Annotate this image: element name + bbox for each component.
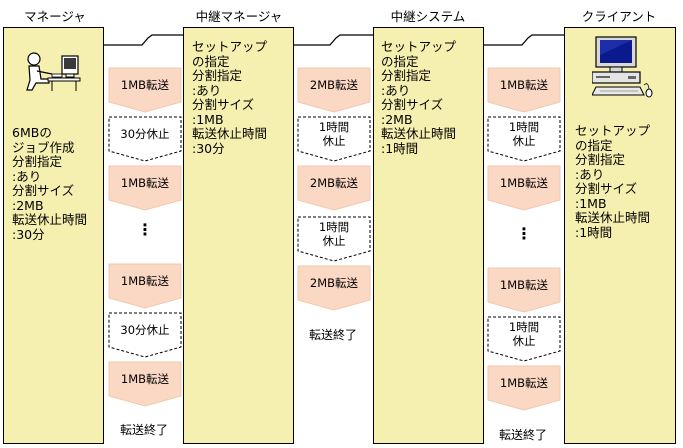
connector-line-2 (294, 34, 373, 46)
col2-step-1-transfer-shape (297, 67, 371, 113)
header-manager: マネージャ (24, 9, 86, 24)
col1-step-7-transfer-label: 1MB転送 (120, 372, 170, 386)
end-label-col3: 転送終了 (498, 428, 547, 442)
panel-client (564, 27, 676, 444)
col3-step-1-transfer-shape (487, 67, 561, 113)
header-relay-manager: 中継マネージャ (195, 9, 283, 24)
col1-step-4-ellipsis: ⋮ (137, 220, 153, 239)
person-at-computer-icon (26, 52, 81, 91)
col1-step-2-pause-shape (108, 116, 182, 162)
panel-manager (3, 27, 104, 444)
col3-step-5-transfer-shape (487, 267, 561, 313)
header-client: クライアント (581, 9, 657, 24)
end-label-col1: 転送終了 (119, 423, 168, 437)
col3-step-2-pause-label: 1時間 休止 (508, 120, 540, 148)
col2-step-2-pause-shape (297, 116, 371, 162)
desktop-computer-icon (592, 36, 653, 98)
col1-step-6-pause-shape (108, 312, 182, 358)
col3-step-6-pause-label: 1時間 休止 (508, 320, 540, 348)
end-label-col2: 転送終了 (308, 328, 357, 342)
col2-step-5-transfer-label: 2MB転送 (309, 276, 359, 290)
col1-step-7-transfer-shape (108, 361, 182, 407)
col1-step-6-pause-label: 30分休止 (120, 323, 170, 337)
panel-relay-system (373, 27, 484, 444)
col3-step-4-ellipsis: ⋮ (516, 224, 532, 243)
col3-step-2-pause-shape (487, 116, 561, 162)
panel-relay-manager (183, 27, 294, 444)
col3-step-3-transfer-label: 1MB転送 (499, 176, 549, 190)
col2-step-3-transfer-label: 2MB転送 (309, 176, 359, 190)
col3-step-1-transfer-label: 1MB転送 (499, 78, 549, 92)
col3-step-3-transfer-shape (487, 165, 561, 211)
connector-line-3 (484, 34, 564, 46)
col1-step-3-transfer-shape (108, 165, 182, 211)
col3-step-5-transfer-label: 1MB転送 (499, 278, 549, 292)
col1-step-5-transfer-label: 1MB転送 (120, 274, 170, 288)
col3-step-7-transfer-shape (487, 365, 561, 411)
col2-step-3-transfer-shape (297, 165, 371, 211)
connector-line-1 (104, 34, 183, 46)
col2-step-5-transfer-shape (297, 265, 371, 311)
panel-relay-system-text: セットアップ の指定 分割指定 :あり 分割サイズ :2MB 転送休止時間 :1… (381, 39, 457, 156)
col2-step-1-transfer-label: 2MB転送 (309, 78, 359, 92)
header-relay-system: 中継システム (390, 9, 466, 24)
col2-step-4-pause-shape (297, 216, 371, 262)
col3-step-6-pause-shape (487, 316, 561, 362)
panel-relay-manager-text: セットアップ の指定 分割指定 :あり 分割サイズ :1MB 転送休止時間 :3… (192, 39, 268, 156)
col1-step-3-transfer-label: 1MB転送 (120, 176, 170, 190)
col1-step-1-transfer-label: 1MB転送 (120, 78, 170, 92)
panel-manager-text: 6MBの ジョブ作成 分割指定 :あり 分割サイズ :2MB 転送休止時間 :3… (12, 125, 88, 242)
col1-step-2-pause-label: 30分休止 (120, 127, 170, 141)
panel-client-text: セットアップ の指定 分割指定 :あり 分割サイズ :1MB 転送休止時間 :1… (575, 123, 651, 240)
col3-step-7-transfer-label: 1MB転送 (499, 376, 549, 390)
col2-step-4-pause-label: 1時間 休止 (318, 220, 350, 248)
col1-step-5-transfer-shape (108, 263, 182, 309)
col1-step-1-transfer-shape (108, 67, 182, 113)
col2-step-2-pause-label: 1時間 休止 (318, 120, 350, 148)
